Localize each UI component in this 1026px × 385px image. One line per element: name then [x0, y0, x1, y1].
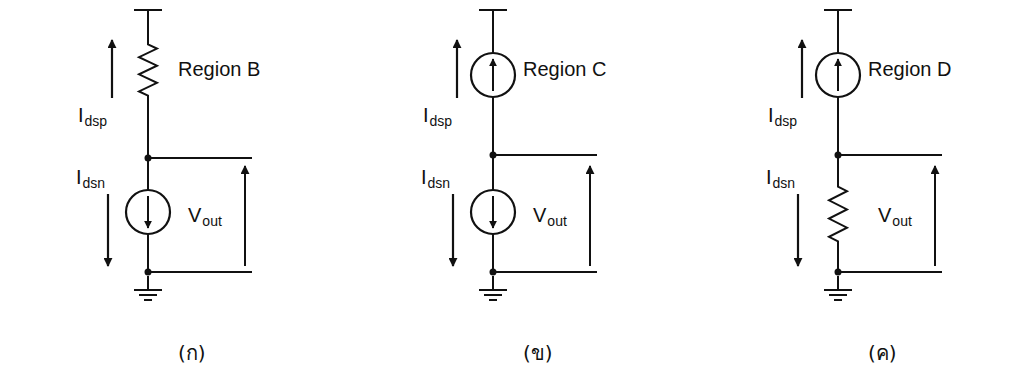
current-label: I: [423, 104, 429, 126]
ground-symbol: [484, 294, 502, 296]
wire: [492, 97, 494, 155]
current-source-arrow: [492, 196, 494, 228]
wire: [492, 155, 494, 190]
wire: [837, 97, 839, 155]
current-arrow: [801, 40, 803, 98]
wire: [492, 10, 494, 53]
ground-wire: [492, 276, 494, 290]
output-terminal-line: [838, 271, 942, 273]
current-subscript: dsn: [428, 176, 451, 191]
voltage-arrow: [244, 166, 246, 266]
output-terminal-line: [493, 154, 597, 156]
wire: [147, 158, 149, 190]
current-subscript: dsp: [775, 114, 798, 129]
current-source-arrow: [492, 59, 494, 91]
figure-caption-letter: (ข): [523, 342, 553, 364]
voltage-label: V: [878, 204, 891, 226]
figure-caption-letter: (ก): [178, 342, 206, 364]
wire: [492, 234, 494, 272]
current-source-arrow: [837, 59, 839, 91]
current-subscript: dsn: [83, 176, 106, 191]
current-arrow: [797, 194, 799, 266]
region-label: Region D: [868, 58, 951, 80]
inverter-circuit: [798, 10, 942, 300]
current-source-arrow: [147, 196, 149, 228]
current-source-symbol: [816, 53, 860, 97]
current-label: I: [421, 166, 427, 188]
current-arrow: [107, 194, 109, 266]
inverter-circuit: [453, 10, 597, 300]
ground-symbol: [139, 294, 157, 296]
ground-wire: [147, 276, 149, 290]
voltage-arrow: [589, 166, 591, 266]
voltage-label: V: [188, 204, 201, 226]
inverter-circuit: [108, 10, 252, 300]
voltage-label: V: [533, 204, 546, 226]
current-subscript: dsn: [773, 176, 796, 191]
ground-wire: [837, 276, 839, 290]
ground-symbol: [144, 299, 152, 301]
current-arrow: [452, 194, 454, 266]
wire: [837, 246, 839, 272]
output-terminal-line: [148, 271, 252, 273]
voltage-subscript: out: [892, 214, 911, 229]
wire: [147, 10, 149, 40]
current-label: I: [78, 104, 84, 126]
wire: [837, 10, 839, 53]
output-terminal-line: [148, 157, 252, 159]
ground-symbol: [134, 289, 162, 291]
voltage-arrow: [934, 166, 936, 266]
current-source-symbol: [471, 190, 515, 234]
current-label: I: [766, 166, 772, 188]
ground-symbol: [479, 289, 507, 291]
current-source-symbol: [126, 190, 170, 234]
current-subscript: dsp: [85, 114, 108, 129]
output-terminal-line: [838, 154, 942, 156]
current-arrow: [111, 40, 113, 98]
ground-symbol: [824, 289, 852, 291]
wire: [147, 100, 149, 158]
current-source-symbol: [471, 53, 515, 97]
current-arrow: [456, 40, 458, 98]
current-label: I: [768, 104, 774, 126]
wire: [147, 234, 149, 272]
resistor-symbol: [829, 182, 847, 246]
current-subscript: dsp: [430, 114, 453, 129]
ground-symbol: [834, 299, 842, 301]
region-label: Region B: [178, 58, 260, 80]
current-label: I: [76, 166, 82, 188]
ground-symbol: [829, 294, 847, 296]
ground-symbol: [489, 299, 497, 301]
voltage-subscript: out: [202, 214, 221, 229]
region-label: Region C: [523, 58, 606, 80]
resistor-symbol: [139, 40, 157, 100]
wire: [837, 155, 839, 182]
voltage-subscript: out: [547, 214, 566, 229]
output-terminal-line: [493, 271, 597, 273]
figure-caption-letter: (ค): [868, 342, 897, 364]
